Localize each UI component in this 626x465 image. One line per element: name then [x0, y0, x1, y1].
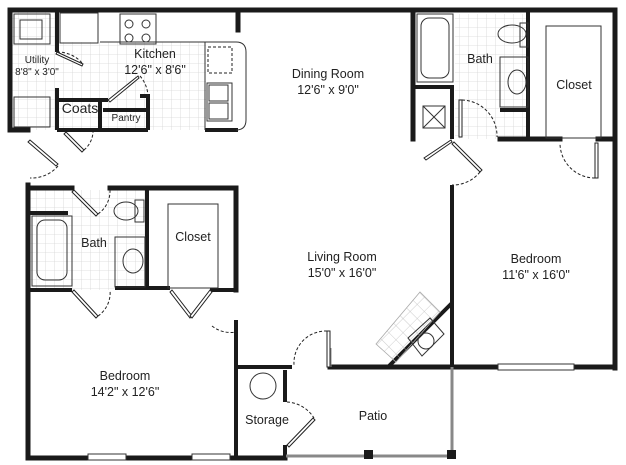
room-label-kitchen: Kitchen 12'6" x 8'6": [124, 46, 186, 78]
sink-icon: [206, 82, 233, 122]
room-label-bath-2: Bath: [81, 235, 107, 251]
room-name: Bath: [467, 52, 493, 66]
room-size: 14'2" x 12'6": [90, 385, 160, 399]
room-size: 11'6" x 16'0": [502, 268, 570, 282]
room-label-utility: Utility 8'8" x 3'0": [15, 55, 59, 79]
water-heater-icon: [422, 105, 446, 129]
room-name: Living Room: [307, 250, 377, 264]
room-name: Bedroom: [510, 252, 562, 266]
room-name: Dining Room: [291, 67, 365, 81]
water-heater-icon: [249, 372, 277, 400]
sink-icon: [122, 248, 144, 274]
patio-post: [447, 450, 456, 459]
room-size: 8'8" x 3'0": [15, 67, 59, 78]
room-label-closet-2: Closet: [175, 229, 210, 245]
room-name: Utility: [24, 55, 50, 66]
room-label-coats: Coats: [62, 100, 99, 116]
room-label-pantry: Pantry: [112, 113, 141, 125]
bathtub-icon: [31, 215, 73, 287]
fireplace-icon: [417, 332, 435, 350]
room-name: Bedroom: [99, 369, 151, 383]
room-size: 12'6" x 9'0": [297, 83, 359, 97]
room-name: Storage: [245, 413, 289, 427]
doors: [27, 51, 599, 448]
room-name: Kitchen: [134, 47, 176, 61]
sink-icon: [507, 69, 527, 95]
room-label-storage: Storage: [245, 412, 289, 428]
room-name: Patio: [358, 409, 388, 423]
room-label-bedroom-2: Bedroom 14'2" x 12'6": [91, 368, 160, 400]
fireplace-hearth: [375, 291, 441, 363]
room-label-patio: Patio: [359, 408, 388, 424]
stove-icon: [119, 13, 157, 45]
dishwasher-icon: [207, 46, 233, 74]
room-name: Bath: [81, 236, 107, 250]
room-name: Pantry: [111, 113, 141, 124]
toilet-icon: [113, 201, 139, 221]
toilet-icon: [497, 24, 527, 44]
walls: [7, 7, 618, 461]
room-label-bedroom-1: Bedroom 11'6" x 16'0": [502, 251, 570, 283]
room-name: Coats: [61, 100, 99, 116]
room-label-bath-1: Bath: [467, 51, 493, 67]
patio-post: [364, 450, 373, 459]
fixtures: [13, 12, 602, 400]
room-size: 15'0" x 16'0": [307, 266, 377, 280]
windows: [87, 363, 575, 461]
bathtub-icon: [416, 13, 454, 83]
room-name: Closet: [175, 230, 211, 244]
room-size: 12'6" x 8'6": [124, 63, 186, 77]
room-label-dining: Dining Room 12'6" x 9'0": [292, 66, 364, 98]
room-name: Closet: [556, 78, 592, 92]
room-label-closet-1: Closet: [556, 77, 591, 93]
room-label-living: Living Room 15'0" x 16'0": [307, 249, 376, 281]
